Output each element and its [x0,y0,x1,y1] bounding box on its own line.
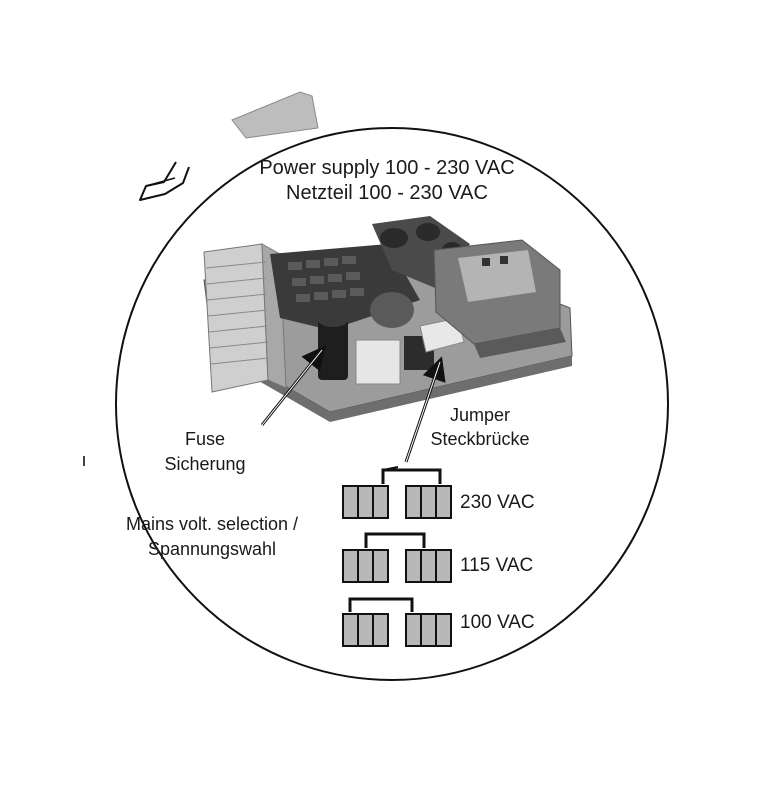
title-line-2: Netzteil 100 - 230 VAC [286,182,488,204]
terminal-block-left [342,613,389,647]
jumper-arrow [404,356,446,463]
terminal-block-left [342,485,389,519]
terminal-block-right [405,485,452,519]
jumper-diagram-230 [342,468,452,519]
mains-selection-label: Mains volt. selection / [125,514,299,534]
terminal-block-left [342,549,389,583]
title-line-1: Power supply 100 - 230 VAC [259,157,515,179]
jumper-diagram-115 [342,532,452,583]
mount-bracket-icon [139,161,190,201]
housing-tab [231,91,319,139]
mains-selection-label-de: Spannungswahl [147,539,277,559]
fuse-arrow [260,345,326,426]
fuse-label: Fuse [184,429,226,449]
fuse-label-de: Sicherung [164,454,246,474]
terminal-block-right [405,549,452,583]
housing-circle [115,127,669,681]
voltage-label-115: 115 VAC [460,555,534,576]
voltage-label-230: 230 VAC [460,492,535,513]
power-supply-board-image [203,216,573,422]
voltage-label-100: 100 VAC [460,612,535,633]
jumper-label-de: Steckbrücke [430,429,530,449]
terminal-block-right [405,613,452,647]
jumper-diagram-100 [342,597,452,647]
jumper-label: Jumper [449,405,511,425]
